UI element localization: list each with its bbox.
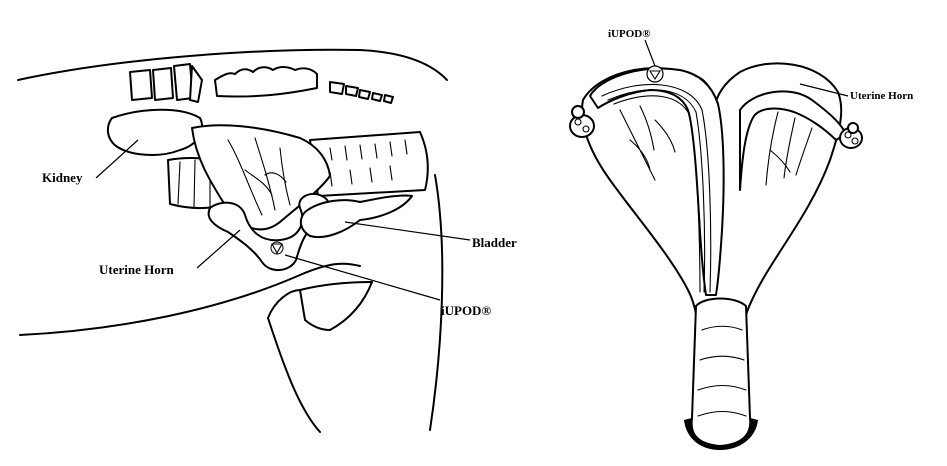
- uterine-horn-leader-right: [799, 83, 849, 97]
- right-uterine-horn: [739, 90, 847, 191]
- left-vasculature: [619, 105, 676, 181]
- iupod-strands: [601, 83, 712, 293]
- left-ovary: [569, 105, 595, 138]
- kidney-leader: [95, 139, 139, 179]
- kidney-shape: [106, 108, 203, 156]
- uterine-horn-leader: [196, 229, 241, 269]
- right-vasculature: [765, 111, 813, 186]
- cervix-vagina: [690, 297, 752, 447]
- pelvis-bone: [299, 281, 373, 331]
- iupod-label-right: iUPOD®: [608, 28, 651, 40]
- kidney-label: Kidney: [42, 170, 83, 185]
- iupod-device-right: [646, 65, 664, 83]
- left-figure-lateral-view: [17, 48, 471, 433]
- reproductive-tract-tube: [309, 131, 429, 197]
- hind-leg-outline: [267, 174, 444, 433]
- uterine-horn-label-right: Uterine Horn: [850, 90, 914, 102]
- bladder-shape: [299, 194, 413, 238]
- iupod-device-left: [270, 241, 284, 255]
- bladder-label: Bladder: [472, 235, 517, 250]
- body-outline: [17, 48, 448, 81]
- iupod-leader-left: [284, 254, 441, 301]
- ventral-outline: [19, 262, 361, 336]
- spine-vertebrae: [129, 63, 394, 104]
- right-ovary: [839, 122, 863, 149]
- right-figure-dorsal-view: [569, 39, 863, 450]
- bladder-leader: [344, 221, 471, 241]
- iupod-leader-right: [644, 39, 656, 67]
- iupod-label-left: iUPOD®: [441, 303, 492, 318]
- uterine-horn-label-left: Uterine Horn: [99, 262, 174, 277]
